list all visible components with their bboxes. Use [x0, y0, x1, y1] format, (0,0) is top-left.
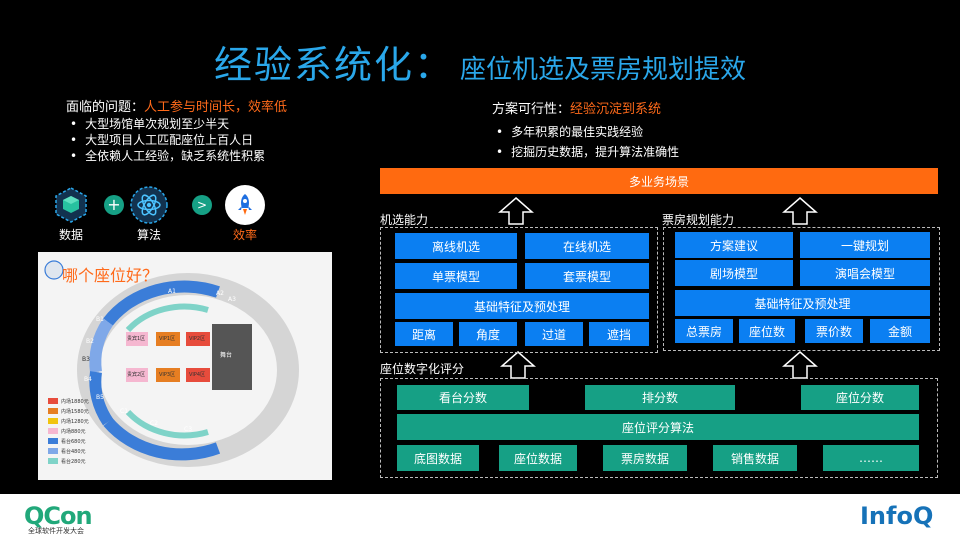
problem-bullet: 大型项目人工匹配座位上百人日	[68, 132, 265, 148]
plan-suggestion-box: 方案建议	[675, 232, 793, 258]
business-scenarios-banner: 多业务场景	[380, 168, 938, 194]
problem-heading: 面临的问题：人工参与时间长，效率低	[66, 100, 287, 116]
legend-item: 内场1280元	[61, 419, 89, 425]
feasibility-bullet: 挖掘历史数据，提升算法准确性	[494, 142, 679, 162]
infoq-logo: InfoQ	[860, 502, 934, 530]
block-label: A3	[228, 296, 236, 303]
block-label: C3	[184, 426, 193, 433]
algorithm-label: 算法	[136, 228, 161, 242]
feasibility-heading-highlight: 经验沉淀到系统	[570, 102, 662, 117]
up-arrow-icon	[500, 351, 536, 379]
row-score-box: 排分数	[585, 385, 735, 410]
zone-label: VIP1区	[159, 336, 176, 342]
machine-selection-panel: 离线机选 在线机选 单票模型 套票模型 基础特征及预处理 距离 角度 过道 遮挡	[380, 227, 658, 353]
seat-score-box: 座位分数	[801, 385, 919, 410]
base-features-box: 基础特征及预处理	[395, 293, 649, 319]
block-label: A1	[168, 288, 176, 295]
block-label: B1	[96, 316, 104, 323]
qcon-subtitle: 全球软件开发大会	[28, 527, 84, 535]
theater-model-box: 剧场模型	[675, 260, 793, 286]
feature-box: 金额	[870, 319, 930, 343]
feasibility-heading-prefix: 方案可行性：	[492, 102, 571, 117]
up-arrow-icon	[498, 197, 534, 225]
package-ticket-model-box: 套票模型	[525, 263, 649, 289]
seat-scoring-algorithm-box: 座位评分算法	[397, 414, 919, 440]
slide-title: 经验系统化：座位机选及票房规划提效	[0, 34, 960, 89]
seat-scoring-panel: 看台分数 排分数 座位分数 座位评分算法 底图数据 座位数据 票房数据 销售数据…	[380, 378, 938, 478]
chevron-right-icon: >	[192, 195, 212, 215]
data-label: 数据	[58, 228, 83, 242]
legend-item: 看台680元	[61, 439, 86, 445]
data-icon	[52, 186, 90, 228]
concert-model-box: 演唱会模型	[800, 260, 930, 286]
footer-bar	[0, 494, 960, 540]
zone-label: 贵宾2区	[127, 372, 146, 378]
block-label: C1	[120, 408, 129, 415]
stage-label: 舞台	[220, 352, 233, 359]
rocket-icon	[225, 185, 265, 225]
data-source-box: 底图数据	[397, 445, 479, 471]
legend-item: 看台480元	[61, 449, 86, 455]
feature-box: 座位数	[739, 319, 795, 343]
single-ticket-model-box: 单票模型	[395, 263, 517, 289]
legend-item: 内场880元	[61, 429, 86, 435]
title-sub: 座位机选及票房规划提效	[460, 55, 747, 85]
up-arrow-icon	[782, 351, 818, 379]
zone-label: 贵宾1区	[127, 336, 146, 342]
feasibility-bullets: 多年积累的最佳实践经验 挖掘历史数据，提升算法准确性	[494, 122, 679, 162]
box-office-planning-panel: 方案建议 一键规划 剧场模型 演唱会模型 基础特征及预处理 总票房 座位数 票价…	[663, 227, 940, 351]
legend-item: 内场1880元	[61, 399, 89, 405]
seat-map-legend: 内场1880元 内场1580元 内场1280元 内场880元 看台680元 看台…	[61, 397, 89, 467]
one-click-planning-box: 一键规划	[800, 232, 930, 258]
data-source-box: 票房数据	[603, 445, 687, 471]
feature-box: 总票房	[675, 319, 733, 343]
machine-selection-label: 机选能力	[380, 213, 429, 227]
base-features-box: 基础特征及预处理	[675, 290, 930, 316]
seat-map-drawing	[44, 260, 299, 467]
efficiency-label: 效率	[232, 228, 257, 242]
feature-box: 角度	[459, 322, 517, 346]
data-source-box: 座位数据	[499, 445, 577, 471]
problem-heading-highlight: 人工参与时间长，效率低	[144, 100, 288, 115]
zone-label: VIP2区	[189, 336, 206, 342]
seat-map-question: 哪个座位好？	[62, 266, 159, 285]
problem-heading-prefix: 面临的问题：	[66, 100, 145, 115]
block-label: C2	[150, 420, 159, 427]
block-label: B3	[82, 356, 90, 363]
block-label: B4	[84, 376, 92, 383]
title-main: 经验系统化：	[213, 43, 454, 87]
seat-scoring-label: 座位数字化评分	[380, 362, 465, 376]
online-selection-box: 在线机选	[525, 233, 649, 259]
problem-bullet: 全依赖人工经验，缺乏系统性积累	[68, 148, 265, 164]
legend-item: 内场1580元	[61, 409, 89, 415]
data-source-box: 销售数据	[713, 445, 797, 471]
feasibility-bullet: 多年积累的最佳实践经验	[494, 122, 679, 142]
problem-bullets: 大型场馆单次规划至少半天 大型项目人工匹配座位上百人日 全依赖人工经验，缺乏系统…	[68, 116, 265, 164]
block-label: B2	[86, 338, 94, 345]
up-arrow-icon	[782, 197, 818, 225]
feasibility-heading: 方案可行性：经验沉淀到系统	[492, 102, 661, 118]
legend-item: 看台280元	[61, 459, 86, 465]
zone-label: VIP3区	[159, 372, 176, 378]
block-label: A2	[216, 290, 224, 297]
feature-box: 过道	[525, 322, 583, 346]
qcon-logo: QCon	[24, 502, 93, 530]
plus-icon: +	[104, 195, 124, 215]
feature-box: 票价数	[805, 319, 863, 343]
algorithm-icon	[130, 186, 168, 228]
offline-selection-box: 离线机选	[395, 233, 517, 259]
box-office-planning-label: 票房规划能力	[662, 213, 735, 227]
feature-box: 距离	[395, 322, 453, 346]
stand-score-box: 看台分数	[397, 385, 529, 410]
data-source-box: ……	[823, 445, 919, 471]
zone-label: VIP4区	[189, 372, 206, 378]
problem-bullet: 大型场馆单次规划至少半天	[68, 116, 265, 132]
feature-box: 遮挡	[589, 322, 649, 346]
block-label: B5	[96, 394, 104, 401]
seat-map-image: 哪个座位好？ 舞台 贵宾1区 VIP1区 VIP2区 贵宾2区 VIP3区 VI…	[38, 252, 332, 480]
